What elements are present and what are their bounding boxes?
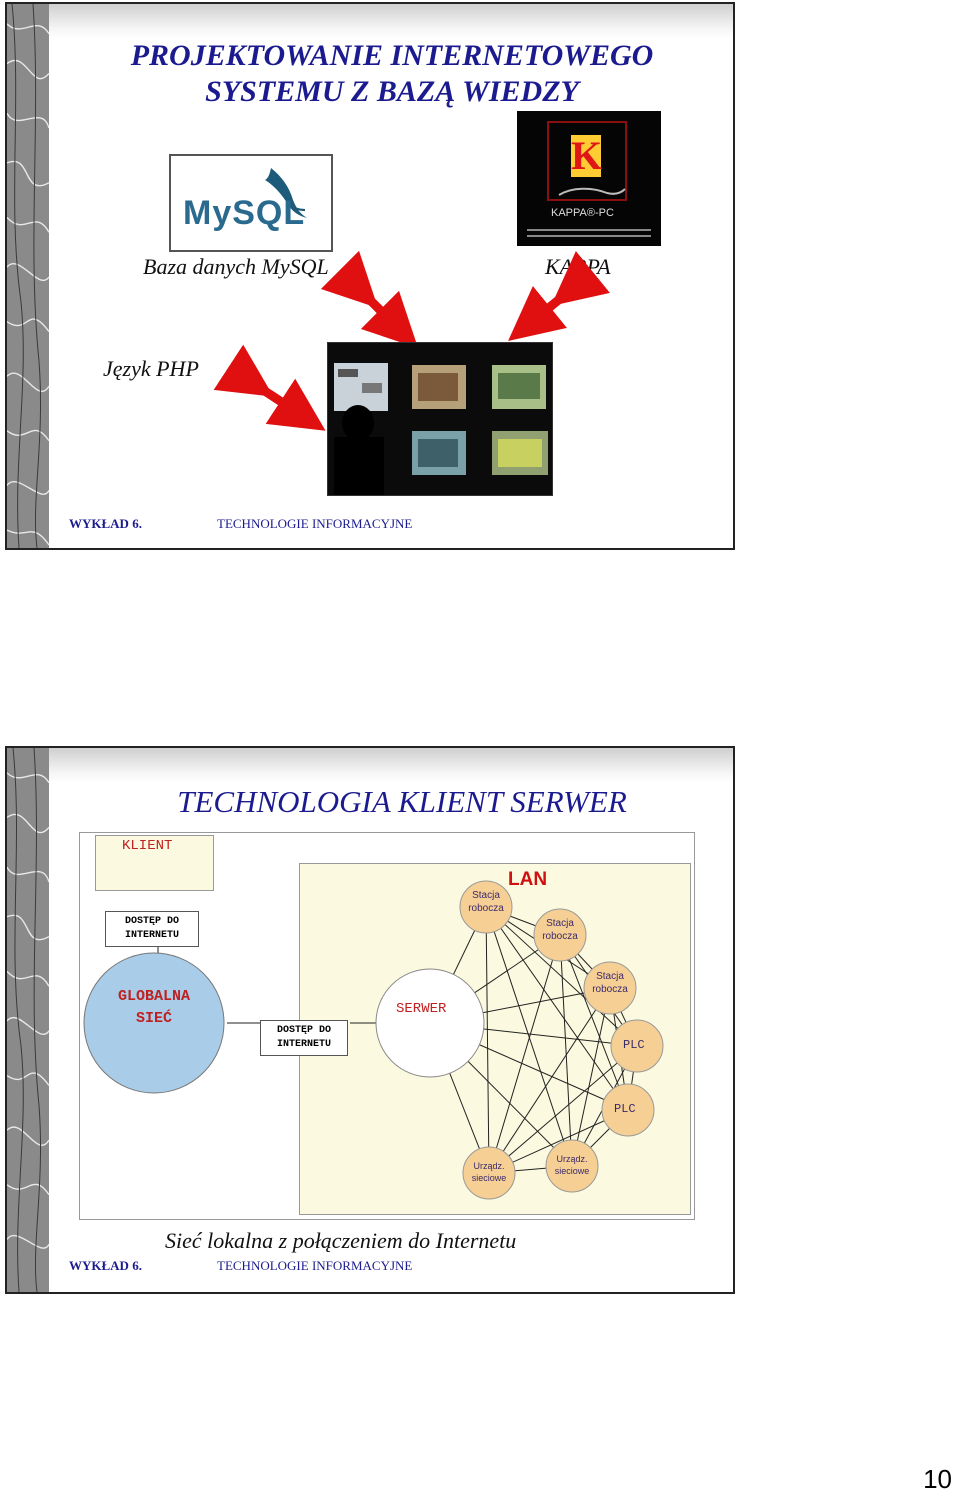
stacja-2-line-1: Stacja bbox=[546, 918, 574, 929]
globalna-line-1: GLOBALNA bbox=[117, 988, 190, 1005]
urzadzenia-sieciowe-1-label: Urządz. sieciowe bbox=[459, 1160, 519, 1184]
arrows-layer bbox=[213, 250, 610, 431]
topographic-strip-decoration bbox=[7, 4, 49, 548]
title-line-2: SYSTEMU Z BAZĄ WIEDZY bbox=[205, 75, 579, 108]
stacja-robocza-2-label: Stacja robocza bbox=[530, 917, 590, 943]
dostep-internetu-box-1: DOSTĘP DO INTERNETU bbox=[105, 911, 199, 947]
client-server-diagram: KLIENT DOSTĘP DO INTERNETU GLOBALNA SIEĆ… bbox=[79, 832, 695, 1220]
urz-1-line-1: Urządz. bbox=[473, 1161, 505, 1171]
stacja-1-line-1: Stacja bbox=[472, 890, 500, 901]
plc-1-label: PLC bbox=[623, 1038, 645, 1052]
dostep-internetu-box-2: DOSTĘP DO INTERNETU bbox=[260, 1020, 348, 1056]
caption-mysql: Baza danych MySQL bbox=[143, 254, 329, 279]
slide-1: PROJEKTOWANIE INTERNETOWEGO SYSTEMU Z BA… bbox=[5, 2, 735, 550]
urzadzenia-sieciowe-1-circle bbox=[462, 1146, 516, 1200]
urzadzenia-sieciowe-2-label: Urządz. sieciowe bbox=[542, 1153, 602, 1177]
footer-lecture: WYKŁAD 6. bbox=[69, 516, 142, 531]
footer-course: TECHNOLOGIE INFORMACYJNE bbox=[217, 1258, 413, 1273]
globalna-siec-label: GLOBALNA SIEĆ bbox=[102, 986, 206, 1030]
serwer-label: SERWER bbox=[396, 1001, 447, 1017]
footer-lecture: WYKŁAD 6. bbox=[69, 1258, 142, 1273]
plc-2-label: PLC bbox=[614, 1102, 636, 1116]
urzadzenia-sieciowe-2-circle bbox=[545, 1139, 599, 1193]
dostep-1-line-1: DOSTĘP DO bbox=[124, 916, 179, 927]
lan-label: LAN bbox=[508, 869, 548, 890]
title-line-1: PROJEKTOWANIE INTERNETOWEGO bbox=[130, 39, 654, 72]
mysql-logo: MySQL bbox=[169, 154, 333, 252]
stacja-robocza-3-circle bbox=[583, 961, 637, 1015]
dostep-2-line-2: INTERNETU bbox=[276, 1039, 331, 1050]
kappa-letter: K bbox=[571, 133, 603, 178]
control-room-photo bbox=[327, 342, 553, 496]
kappa-frame bbox=[547, 121, 627, 201]
slide-top-band bbox=[7, 4, 733, 38]
kappa-fineprint bbox=[527, 229, 651, 231]
klient-box: KLIENT bbox=[95, 835, 214, 891]
stacja-robocza-3-label: Stacja robocza bbox=[580, 970, 640, 996]
plc-1-circle bbox=[610, 1019, 664, 1073]
kappa-logo: K KAPPA®-PC bbox=[517, 111, 661, 246]
serwer-circle bbox=[375, 968, 485, 1078]
monitors-image bbox=[334, 363, 548, 495]
stacja-3-line-2: robocza bbox=[592, 984, 628, 995]
plc-2-circle bbox=[601, 1083, 655, 1137]
urz-1-line-2: sieciowe bbox=[471, 1173, 507, 1183]
stacja-robocza-1-circle bbox=[459, 880, 513, 934]
stacja-1-line-2: robocza bbox=[468, 903, 504, 914]
urz-2-line-1: Urządz. bbox=[556, 1154, 588, 1164]
lizard-icon bbox=[558, 187, 626, 196]
stacja-robocza-1-label: Stacja robocza bbox=[456, 889, 516, 915]
dostep-1-line-2: INTERNETU bbox=[124, 930, 179, 941]
klient-label: KLIENT bbox=[122, 838, 173, 854]
urz-2-line-2: sieciowe bbox=[554, 1166, 590, 1176]
stacja-3-line-1: Stacja bbox=[596, 971, 624, 982]
connection-lines bbox=[83, 880, 664, 1200]
stacja-robocza-2-circle bbox=[533, 908, 587, 962]
topographic-strip-decoration bbox=[7, 748, 49, 1292]
double-arrow-icon bbox=[213, 344, 326, 431]
globalna-siec-circle bbox=[83, 952, 225, 1094]
page-number: 10 bbox=[923, 1464, 952, 1494]
kappa-product-text: KAPPA®-PC bbox=[551, 207, 614, 219]
globalna-line-2: SIEĆ bbox=[135, 1010, 172, 1027]
mysql-logo-text: MySQL bbox=[183, 194, 306, 232]
footer-course: TECHNOLOGIE INFORMACYJNE bbox=[217, 516, 413, 531]
stacja-2-line-2: robocza bbox=[542, 931, 578, 942]
slide-2: TECHNOLOGIA KLIENT SERWER bbox=[5, 746, 735, 1294]
caption-php: Język PHP bbox=[103, 356, 199, 381]
slide-title: PROJEKTOWANIE INTERNETOWEGO SYSTEMU Z BA… bbox=[77, 38, 707, 110]
slide-top-band bbox=[7, 748, 733, 782]
double-arrow-icon bbox=[508, 251, 610, 342]
dostep-2-line-1: DOSTĘP DO bbox=[276, 1025, 331, 1036]
diagram-caption: Sieć lokalna z połączeniem do Internetu bbox=[165, 1228, 517, 1253]
slide-title: TECHNOLOGIA KLIENT SERWER bbox=[177, 784, 627, 819]
kappa-fineprint bbox=[527, 235, 651, 237]
dolphin-icon bbox=[265, 168, 307, 218]
double-arrow-icon bbox=[320, 250, 419, 349]
